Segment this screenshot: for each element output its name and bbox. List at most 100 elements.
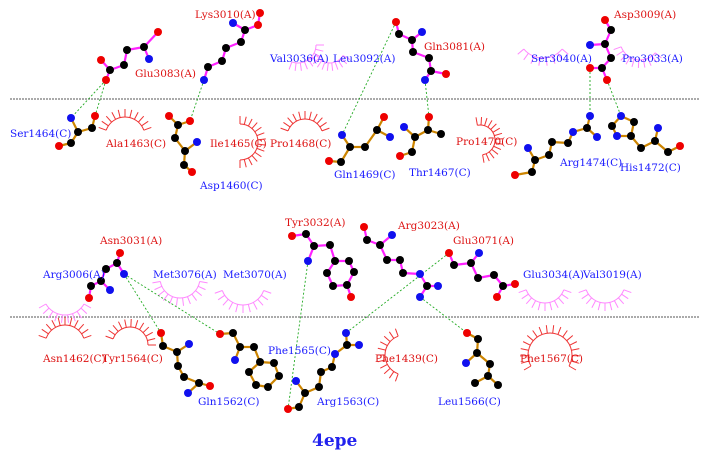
arc-spoke	[591, 300, 597, 308]
arc-spoke	[394, 373, 399, 382]
arc-spoke	[549, 302, 553, 311]
residue-ser1464	[55, 112, 99, 150]
oxygen-atom	[188, 168, 196, 176]
carbon-atom	[548, 138, 556, 146]
arc-spoke	[532, 330, 538, 338]
carbon-atom	[113, 259, 121, 267]
arc-spoke	[609, 302, 613, 311]
arc-spoke	[45, 323, 52, 331]
carbon-atom	[337, 158, 345, 166]
arc-spoke	[530, 56, 535, 64]
residue-gln1469	[325, 113, 394, 166]
nitrogen-atom	[524, 144, 532, 152]
arc-spoke	[326, 62, 329, 71]
hydrogen-bond	[606, 79, 622, 117]
arc-spoke	[618, 297, 625, 305]
arc-spoke	[154, 285, 163, 291]
oxygen-atom	[445, 249, 453, 257]
nitrogen-atom	[184, 389, 192, 397]
hydrophobic-contact-arc	[517, 48, 569, 66]
oxygen-atom	[511, 280, 519, 288]
arc-spoke	[492, 127, 501, 133]
arc	[239, 123, 259, 161]
arc-spoke	[383, 335, 391, 342]
arc-spoke	[380, 363, 388, 369]
arc-spoke	[623, 289, 632, 294]
residue-label-tyr3032: Tyr3032(A)	[285, 217, 345, 229]
residue-label-met3070: Met3070(A)	[223, 269, 287, 281]
arc-spoke	[620, 54, 627, 61]
arc-spoke	[538, 57, 541, 66]
arc-spoke	[521, 360, 529, 364]
oxygen-atom	[85, 294, 93, 302]
arc-spoke	[308, 111, 312, 120]
arc-spoke	[523, 365, 532, 371]
arc-spoke	[147, 337, 156, 341]
carbon-atom	[474, 274, 482, 282]
nitrogen-atom	[355, 341, 363, 349]
arc-spoke	[139, 322, 145, 330]
residue-label-asp1460: Asp1460(C)	[199, 180, 263, 192]
oxygen-atom	[360, 223, 368, 231]
arc-spoke	[315, 48, 324, 52]
oxygen-atom	[442, 70, 450, 78]
carbon-atom	[350, 268, 358, 276]
residue-leu1566	[462, 329, 502, 389]
arc-spoke	[214, 290, 223, 294]
carbon-atom	[373, 126, 381, 134]
carbon-atom	[140, 43, 148, 51]
oxygen-atom	[380, 113, 388, 121]
carbon-atom	[264, 383, 272, 391]
arc-spoke	[613, 46, 622, 51]
arc-spoke	[563, 289, 572, 294]
arc-spoke	[251, 122, 258, 129]
carbon-atom	[473, 349, 481, 357]
residue-label-gln1562: Gln1562(C)	[198, 396, 259, 408]
hydrophobic-contact-arc	[214, 290, 272, 313]
nitrogen-atom	[462, 359, 470, 367]
arc-spoke	[487, 120, 493, 128]
arc	[45, 303, 85, 316]
arc-spoke	[254, 126, 262, 133]
arc-spoke	[252, 302, 258, 310]
arc-spoke	[562, 330, 568, 338]
arc-spoke	[105, 335, 114, 340]
arc-spoke	[73, 320, 79, 328]
hydrogen-bond	[287, 260, 309, 410]
carbon-atom	[545, 151, 553, 159]
oxygen-atom	[165, 112, 173, 120]
residue-asp3009	[586, 16, 615, 84]
residue-label-phe1567: Phe1567(C)	[520, 353, 583, 365]
arc	[287, 118, 323, 132]
hydrophobic-contact-arc	[518, 289, 572, 311]
nitrogen-atom	[418, 28, 426, 36]
oxygen-atom	[603, 76, 611, 84]
hydrogen-bond	[345, 252, 450, 334]
arc-spoke	[228, 302, 234, 310]
carbon-atom	[376, 241, 384, 249]
nitrogen-atom	[416, 293, 424, 301]
arc-spoke	[108, 329, 116, 336]
residue-asp1460	[165, 112, 201, 176]
structure-title: 4epe	[312, 431, 358, 451]
residue-label-arg1474: Arg1474(C)	[559, 157, 622, 169]
arc-spoke	[80, 307, 88, 314]
arc	[523, 48, 563, 59]
carbon-atom	[345, 257, 353, 265]
arc-spoke	[518, 289, 527, 294]
nitrogen-atom	[200, 76, 208, 84]
hydrophobic-contact-arc	[309, 55, 351, 71]
arc-spoke	[133, 112, 139, 120]
carbon-atom	[174, 121, 182, 129]
arc-spoke	[551, 56, 556, 64]
arc-spoke	[83, 303, 92, 309]
nitrogen-atom	[292, 377, 300, 385]
nitrogen-atom	[434, 282, 442, 290]
residue-asn3031	[85, 249, 128, 302]
hydrophobic-contact-arc	[105, 319, 156, 346]
arc-spoke	[57, 317, 61, 326]
arc-spoke	[313, 52, 322, 58]
carbon-atom	[301, 389, 309, 397]
residue-label-met3076: Met3076(A)	[153, 269, 217, 281]
